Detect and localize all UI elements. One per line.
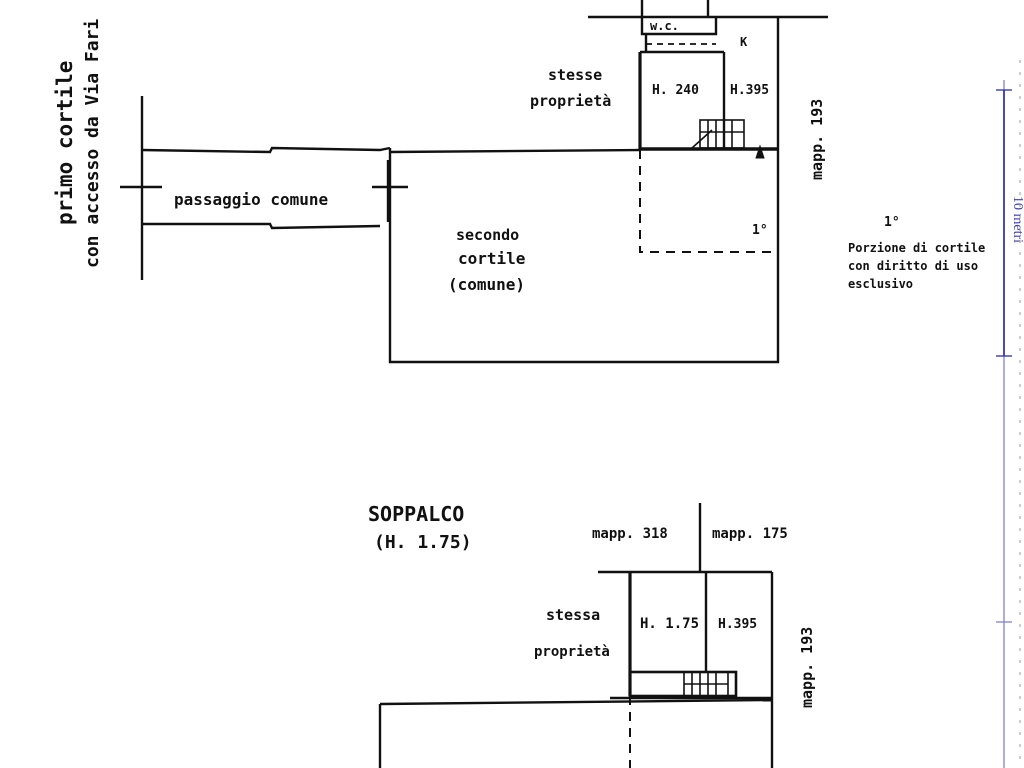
second-courtyard-label-2: cortile <box>458 249 525 268</box>
first-courtyard-note: primo cortile con accesso da Via Fari <box>53 19 103 268</box>
k-label: K <box>740 35 748 49</box>
wc-label: w.c. <box>650 19 679 33</box>
legend-note: 1° Porzione di cortile con diritto di us… <box>848 215 985 291</box>
height-label-bottom-right: H.395 <box>718 617 757 632</box>
bottom-courtyard-top <box>379 698 773 706</box>
mapp-175-label: mapp. 175 <box>712 526 788 542</box>
mapp-193-top: mapp. 193 <box>808 99 826 180</box>
height-label-top-left: H. 240 <box>652 83 699 98</box>
legend-line-1: Porzione di cortile <box>848 241 985 255</box>
passage-label: passaggio comune <box>174 190 328 209</box>
height-label-bottom-left: H. 1.75 <box>640 616 699 632</box>
mapp-318-label: mapp. 318 <box>592 526 668 542</box>
entry-arrow <box>755 144 765 159</box>
owner-label-top-1: stesse <box>548 66 602 84</box>
passage-top-wall <box>141 146 391 154</box>
staircase-top <box>691 119 745 149</box>
area-mark-top: 1° <box>752 223 768 238</box>
legend-mark: 1° <box>884 215 900 230</box>
top-plan <box>120 0 828 364</box>
bottom-plan <box>378 503 774 768</box>
passage-bottom-wall <box>142 222 381 230</box>
mezzanine-title: SOPPALCO <box>368 502 464 526</box>
first-courtyard-line1: primo cortile <box>53 61 77 225</box>
scale-bar-label: 10 metri <box>1010 196 1024 243</box>
staircase-bottom <box>683 671 729 699</box>
legend-line-3: esclusivo <box>848 277 913 291</box>
second-courtyard-outline <box>388 148 780 364</box>
wc-box <box>640 17 718 36</box>
height-label-top-right: H.395 <box>730 83 769 98</box>
legend-line-2: con diritto di uso <box>848 259 978 273</box>
bottom-mezzanine-ledge <box>628 670 738 698</box>
courtyard-top-wall <box>389 148 641 154</box>
mapp-193-bottom: mapp. 193 <box>798 627 816 708</box>
owner-label-top-2: proprietà <box>530 92 611 110</box>
first-courtyard-line2: con accesso da Via Fari <box>82 19 103 268</box>
scale-bar <box>996 80 1012 768</box>
owner-label-bottom-1: stessa <box>546 606 600 624</box>
mezzanine-subtitle: (H. 1.75) <box>374 532 472 553</box>
second-courtyard-label-3: (comune) <box>448 275 525 294</box>
second-courtyard-label-1: secondo <box>456 226 519 244</box>
owner-label-bottom-2: proprietà <box>534 644 610 660</box>
exclusive-area-dashed <box>639 150 778 253</box>
